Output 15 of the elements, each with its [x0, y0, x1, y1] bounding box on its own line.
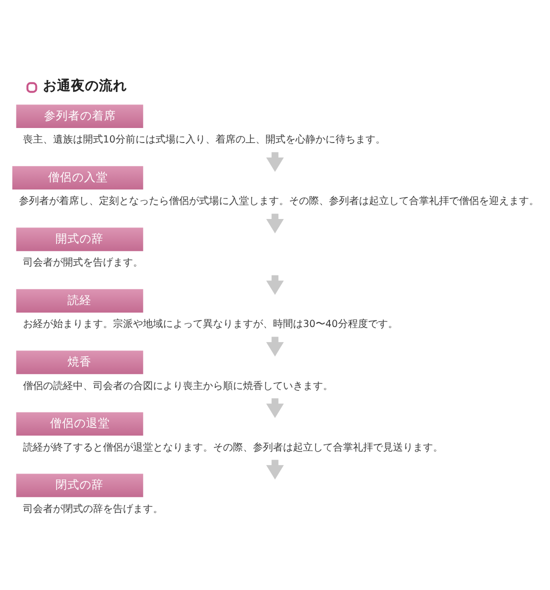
node-label: 司会者が閉式の辞を告げます。 — [23, 503, 164, 514]
node-box: 焼香 — [16, 350, 144, 374]
node-label: 喪主、遺族は開式10分前には式場に入り、着席の上、開式を心静かに待ちます。 — [23, 134, 386, 146]
node-box: 開式の辞 — [16, 227, 144, 251]
node-label: 司会者が開式を告げます。 — [23, 257, 144, 268]
node-label: 僧侶の読経中、司会者の合図により喪主から順に焼香していきます。 — [23, 380, 334, 392]
node-box: 参列者の着席 — [16, 104, 144, 128]
diagram-title: お通夜の流れ — [43, 78, 128, 94]
node-box: 読経 — [16, 288, 144, 312]
node-box: 僧侶の入堂 — [12, 166, 144, 190]
node-label: 読経が終了すると僧侶が退堂となります。その際、参列者は起立して合掌礼拝で見送ります。 — [23, 442, 444, 453]
node-box: 僧侶の退堂 — [16, 412, 144, 436]
node-label: 参列者が着席し、定刻となったら僧侶が式場に入堂します。その際、参列者は起立して合掌礼拝で僧侶を迎えます。 — [19, 196, 540, 207]
node-label: お経が始まります。宗派や地域によって異なりますが、時間は30〜40分程度です。 — [23, 318, 398, 330]
node-box: 閉式の辞 — [16, 473, 144, 497]
